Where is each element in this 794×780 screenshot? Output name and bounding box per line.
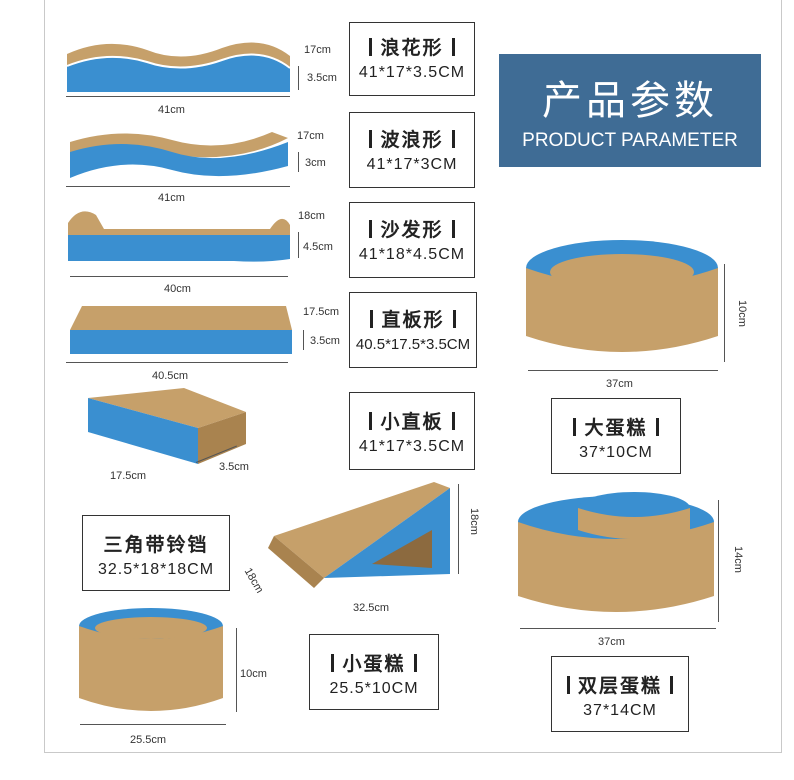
triangle-scratcher-image	[268, 482, 450, 588]
spec-sofa-size: 41*18*4.5CM	[358, 246, 466, 263]
flat-length-label: 40.5cm	[152, 370, 189, 382]
wave-scratcher-image	[66, 42, 291, 92]
small-height-label: 3.5cm	[219, 461, 249, 473]
ripple-height-label: 3cm	[305, 157, 326, 169]
spec-small-board-size: 41*17*3.5CM	[358, 438, 466, 455]
wave-length-line	[66, 96, 290, 97]
spec-big-cake-name: 大蛋糕	[584, 417, 648, 439]
sofa-length-line	[70, 276, 288, 277]
scake-height-line	[236, 628, 237, 712]
big-cake-image	[526, 240, 718, 352]
wave-height-label: 3.5cm	[307, 72, 337, 84]
flat-length-line	[66, 362, 288, 363]
scake-d-label: 25.5cm	[130, 734, 167, 746]
spec-double-cake-size: 37*14CM	[583, 702, 657, 719]
spec-sofa: 沙发形 41*18*4.5CM	[349, 202, 475, 278]
spec-triangle: 三角带铃铛 32.5*18*18CM	[82, 515, 230, 591]
spec-big-cake: 大蛋糕 37*10CM	[551, 398, 681, 474]
small-width-label: 17.5cm	[110, 470, 147, 482]
sofa-width-label: 18cm	[298, 210, 325, 222]
wave-length-label: 41cm	[158, 104, 185, 116]
sofa-scratcher-image	[68, 211, 290, 262]
bcake-height-label: 10cm	[736, 300, 748, 327]
ripple-length-line	[66, 186, 290, 187]
scake-d-line	[80, 724, 226, 725]
bcake-height-line	[724, 264, 725, 362]
wave-width-label: 17cm	[304, 44, 331, 56]
ripple-scratcher-image	[70, 132, 288, 178]
spec-wave: 浪花形 41*17*3.5CM	[349, 22, 475, 96]
banner-title-en: PRODUCT PARAMETER	[522, 130, 738, 151]
wave-height-line	[298, 66, 299, 90]
flat-height-line	[303, 330, 304, 350]
spec-small-board: 小直板 41*17*3.5CM	[349, 392, 475, 470]
spec-triangle-name: 三角带铃铛	[103, 534, 209, 556]
tri-length-label: 32.5cm	[353, 602, 390, 614]
dcake-d-label: 37cm	[598, 636, 625, 648]
spec-ripple: 波浪形 41*17*3CM	[349, 112, 475, 188]
ripple-width-label: 17cm	[297, 130, 324, 142]
small-cake-image	[79, 608, 223, 711]
ripple-height-line	[298, 152, 299, 172]
spec-small-board-name: 小直板	[380, 411, 444, 433]
sofa-height-line	[298, 232, 299, 258]
flat-width-label: 17.5cm	[303, 306, 340, 318]
tri-height-line	[458, 484, 459, 574]
flat-height-label: 3.5cm	[310, 335, 340, 347]
spec-big-cake-size: 37*10CM	[579, 444, 653, 461]
spec-double-cake: 双层蛋糕 37*14CM	[551, 656, 689, 732]
spec-wave-size: 41*17*3.5CM	[358, 64, 466, 81]
bcake-d-line	[528, 370, 718, 371]
dcake-height-label: 14cm	[732, 546, 744, 573]
double-cake-image	[518, 492, 714, 612]
spec-small-cake-name: 小蛋糕	[342, 653, 406, 675]
tri-height-label: 18cm	[468, 508, 480, 535]
flat-scratcher-image	[70, 306, 292, 354]
spec-ripple-name: 波浪形	[380, 129, 444, 151]
banner-title-cn: 产品参数	[542, 78, 718, 124]
spec-flat-name: 直板形	[381, 309, 445, 331]
sofa-length-label: 40cm	[164, 283, 191, 295]
spec-sofa-name: 沙发形	[380, 219, 444, 241]
spec-flat-size: 40.5*17.5*3.5CM	[355, 336, 471, 353]
small-board-image	[88, 388, 246, 464]
spec-small-cake-size: 25.5*10CM	[329, 680, 419, 697]
spec-ripple-size: 41*17*3CM	[366, 156, 458, 173]
bcake-d-label: 37cm	[606, 378, 633, 390]
spec-wave-name: 浪花形	[380, 37, 444, 59]
scake-height-label: 10cm	[240, 668, 267, 680]
spec-small-cake: 小蛋糕 25.5*10CM	[309, 634, 439, 710]
sofa-height-label: 4.5cm	[303, 241, 333, 253]
spec-double-cake-name: 双层蛋糕	[577, 675, 662, 697]
parameter-banner: 产品参数 PRODUCT PARAMETER	[499, 54, 761, 167]
dcake-d-line	[520, 628, 716, 629]
dcake-height-line	[718, 500, 719, 622]
spec-flat: 直板形 40.5*17.5*3.5CM	[349, 292, 477, 368]
spec-triangle-size: 32.5*18*18CM	[97, 561, 215, 578]
ripple-length-label: 41cm	[158, 192, 185, 204]
